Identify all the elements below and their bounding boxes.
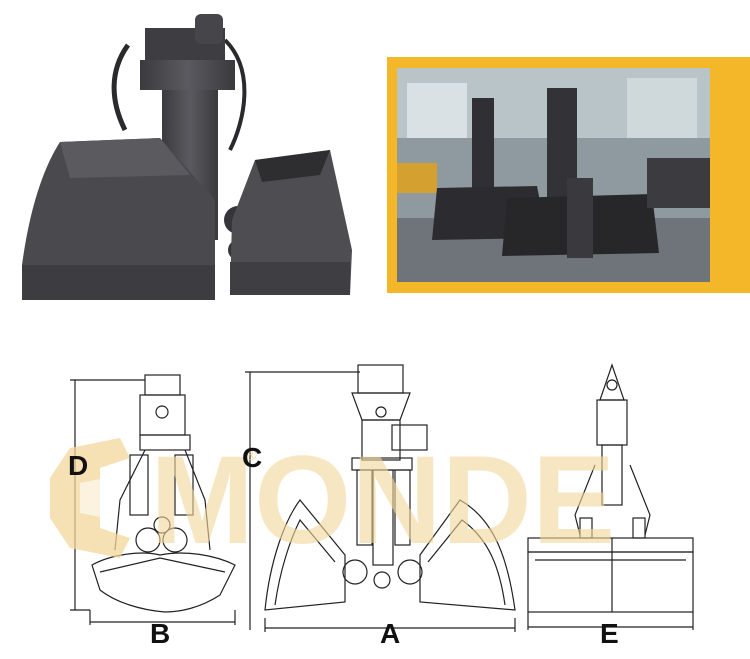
front-view-drawing bbox=[245, 364, 516, 632]
grab-product-photo bbox=[22, 14, 352, 300]
factory-photo bbox=[397, 68, 710, 282]
dimension-label-a: A bbox=[380, 618, 401, 649]
technical-drawings bbox=[70, 363, 694, 632]
dimension-label-c: C bbox=[242, 442, 263, 473]
dimension-label-d: D bbox=[68, 450, 89, 481]
dimension-label-b: B bbox=[150, 618, 171, 649]
dimension-label-e: E bbox=[600, 618, 619, 649]
side-view-drawing bbox=[70, 374, 236, 625]
end-view-drawing bbox=[527, 363, 694, 630]
factory-photo-frame bbox=[387, 57, 750, 293]
